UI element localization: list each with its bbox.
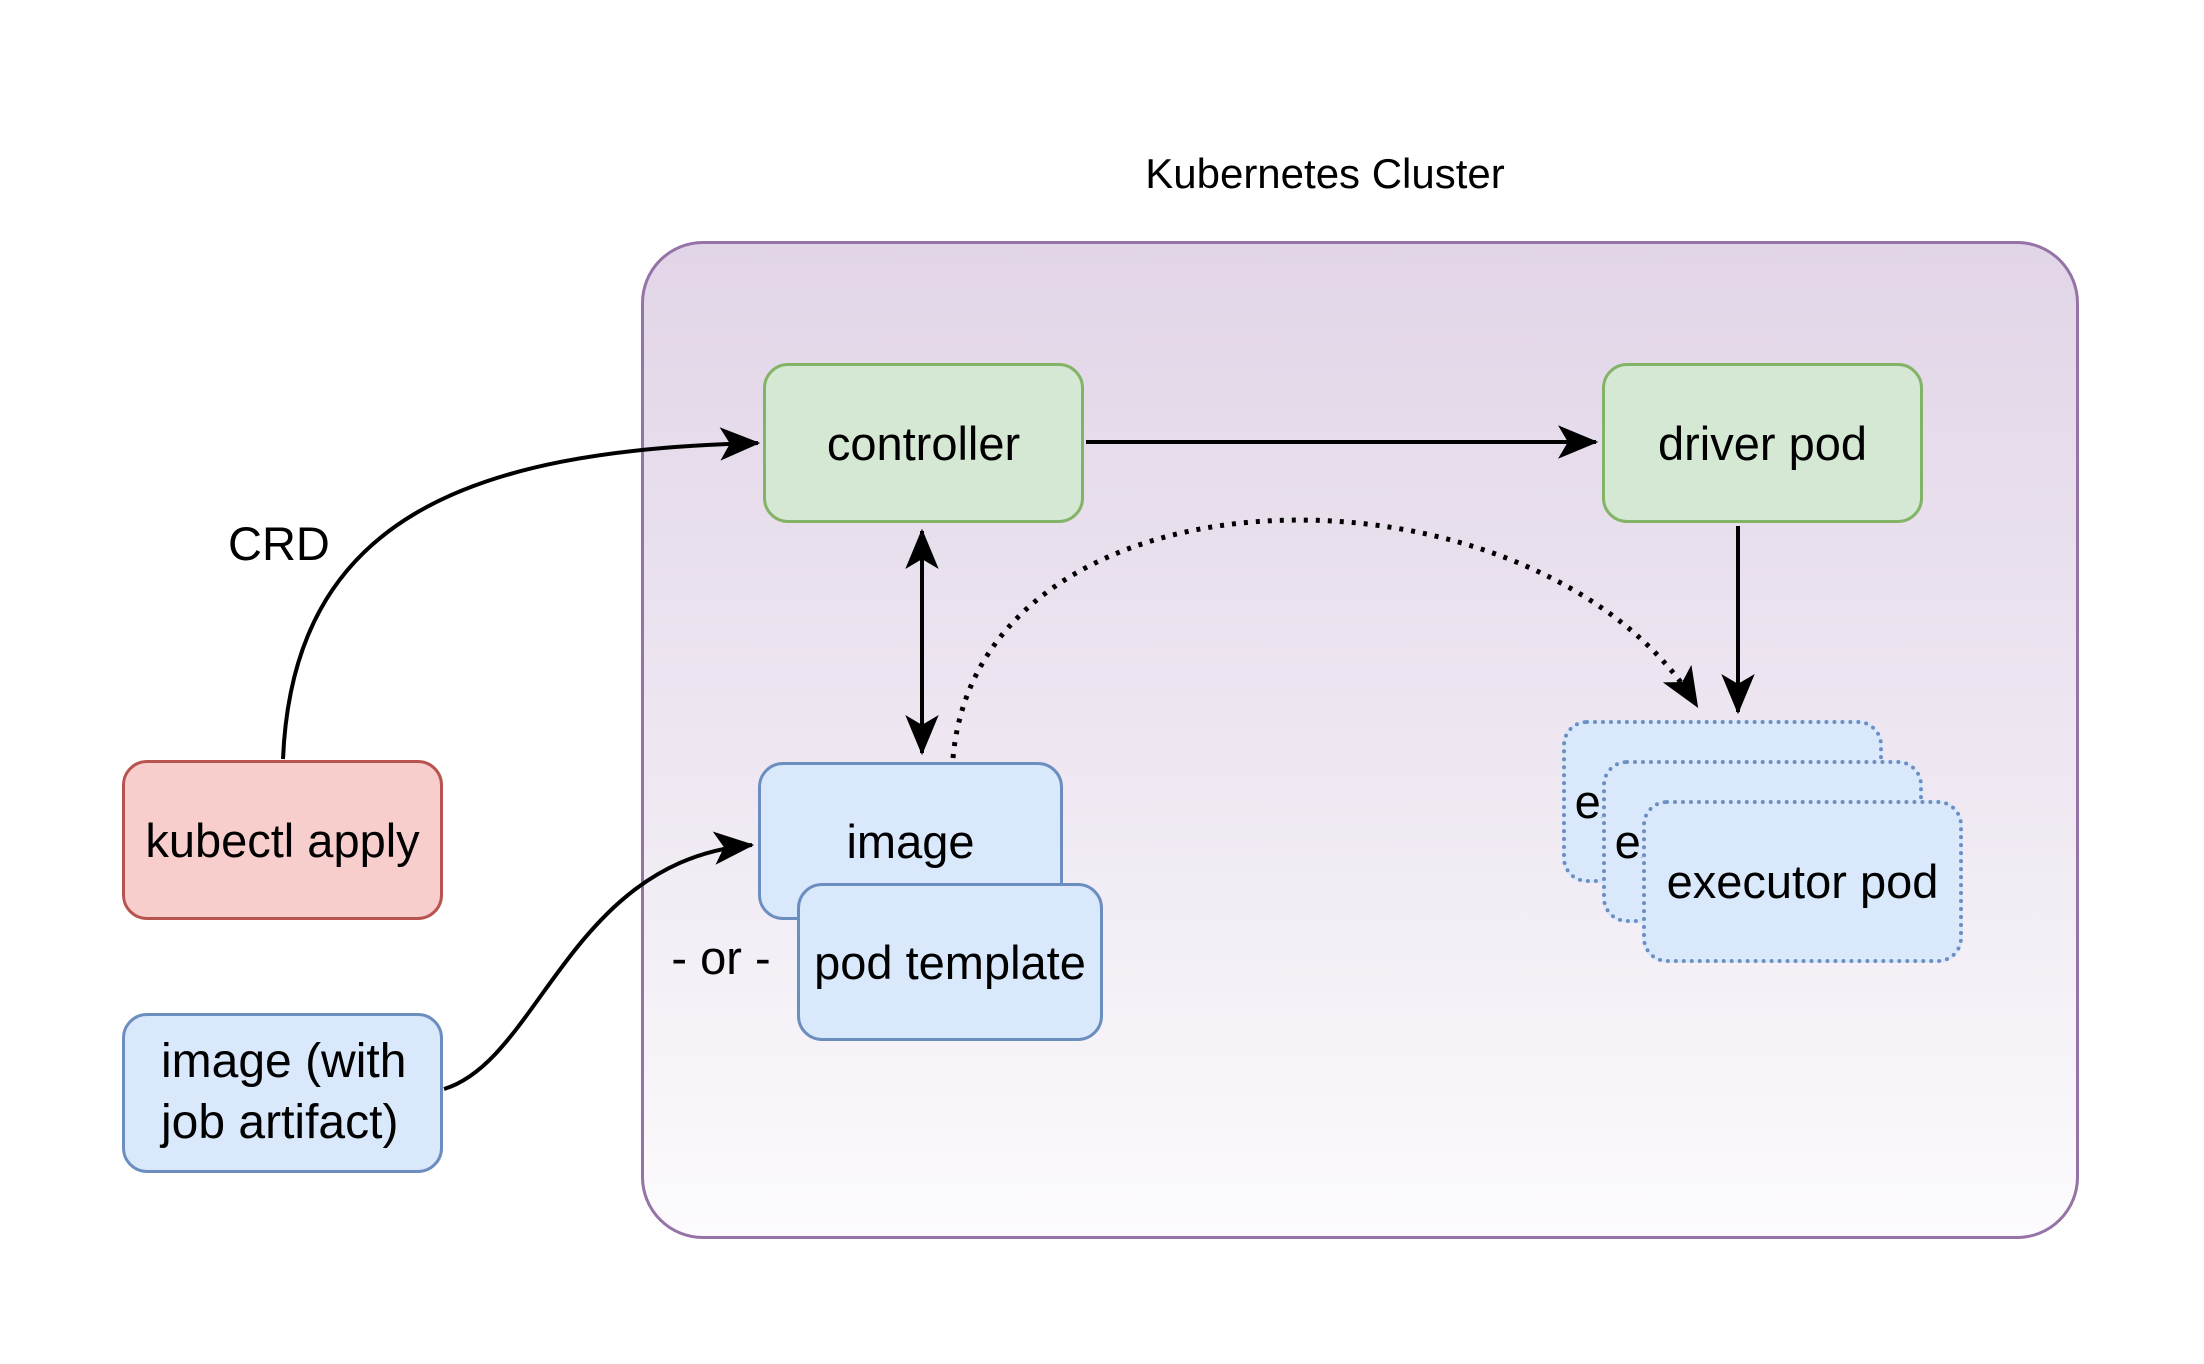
node-controller: controller xyxy=(763,363,1084,523)
cluster-title: Kubernetes Cluster xyxy=(1145,150,1505,197)
image-artifact-line2: job artifact) xyxy=(161,1096,399,1149)
image-label: image xyxy=(846,814,975,868)
executor-pod-front-label: executor pod xyxy=(1666,855,1939,908)
controller-label: controller xyxy=(826,416,1021,470)
kubectl-apply-label: kubectl apply xyxy=(145,813,420,867)
or-edge-label: - or - xyxy=(671,931,771,984)
node-executor-pod-front: executor pod xyxy=(1642,800,1963,963)
driver-pod-label: driver pod xyxy=(1658,416,1867,470)
crd-edge-label: CRD xyxy=(228,517,330,570)
node-kubectl-apply: kubectl apply xyxy=(122,760,443,920)
pod-template-label: pod template xyxy=(814,935,1086,989)
image-artifact-line1: image (with xyxy=(161,1035,407,1089)
node-pod-template: pod template xyxy=(797,883,1103,1041)
node-driver-pod: driver pod xyxy=(1602,363,1923,523)
image-with-job-artifact-label: image (with job artifact) xyxy=(161,1032,406,1154)
node-image-with-job-artifact: image (with job artifact) xyxy=(122,1013,443,1173)
